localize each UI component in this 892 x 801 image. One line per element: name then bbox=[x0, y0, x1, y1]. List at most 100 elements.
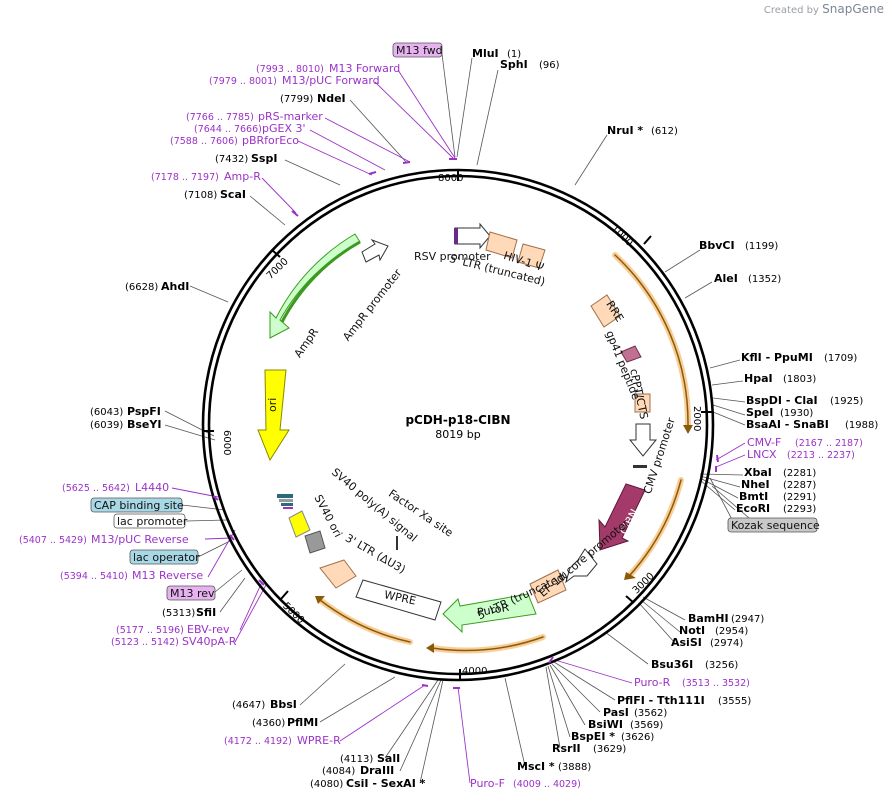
enzyme-pos: (1925) bbox=[830, 396, 863, 407]
enzyme-name: NruI * bbox=[607, 124, 643, 137]
enzyme-name: AleI bbox=[714, 272, 738, 285]
primer-range: (4172 .. 4192) bbox=[224, 736, 292, 747]
enzyme-name: EcoRI bbox=[736, 502, 770, 515]
primer-name: Amp-R bbox=[224, 170, 261, 183]
enzyme-pos: (2291) bbox=[783, 492, 816, 503]
enzyme-pos: (1988) bbox=[845, 420, 878, 431]
enzyme-pos: (3256) bbox=[705, 660, 738, 671]
cap-binding-site-box bbox=[90, 497, 183, 513]
enzyme-name: XbaI bbox=[744, 466, 772, 479]
enzyme-pos: (4084) bbox=[322, 766, 355, 777]
plasmid-name: pCDH-p18-CIBN bbox=[405, 413, 510, 427]
enzyme-pos: (2293) bbox=[783, 504, 816, 515]
primer-range: (7178 .. 7197) bbox=[151, 172, 219, 183]
kozak-marker bbox=[633, 465, 647, 468]
label-rsv-promoter: RSV promoter bbox=[414, 250, 491, 263]
tick-8000: 8000 bbox=[438, 173, 463, 184]
enzyme-pos: (96) bbox=[539, 60, 560, 71]
primer-range: (5407 .. 5429) bbox=[19, 535, 87, 546]
enzyme-name: PasI bbox=[603, 706, 629, 719]
enzyme-pos: (7432) bbox=[215, 154, 248, 165]
m13-rev-box bbox=[166, 585, 216, 601]
primer-range: (7993 .. 8010) bbox=[256, 64, 324, 75]
enzyme-name: Bsu36I bbox=[651, 658, 693, 671]
enzyme-name: PflFI - Tth111I bbox=[617, 694, 705, 707]
enzyme-pos: (2287) bbox=[783, 480, 816, 491]
label-ampr-promoter: AmpR promoter bbox=[340, 266, 404, 343]
ltr5-truncated-box bbox=[485, 231, 518, 259]
cap-binding-site-label: CAP binding site bbox=[94, 499, 184, 512]
enzyme-pos: (612) bbox=[651, 126, 678, 137]
enzyme-name: MscI * bbox=[517, 760, 555, 773]
label-puror: PuroR bbox=[476, 601, 510, 619]
outer-feature-arcs bbox=[317, 252, 692, 654]
kozak-sequence-box bbox=[727, 517, 818, 533]
label-ori: ori bbox=[266, 398, 279, 412]
cmv-promoter-arrow bbox=[628, 423, 658, 457]
tick-2000: 2000 bbox=[691, 406, 702, 431]
m13-fwd-box bbox=[392, 42, 443, 58]
primer-name: M13/pUC Reverse bbox=[91, 533, 189, 546]
enzyme-pos: (7108) bbox=[184, 190, 217, 201]
hiv1-psi-box bbox=[517, 243, 546, 269]
boxed-feature-labels: M13 fwd CAP binding site lac promoter la… bbox=[90, 42, 820, 601]
primer-name: CMV-F bbox=[747, 436, 781, 449]
ori-arrow bbox=[257, 369, 290, 462]
gp41-peptide-arrow bbox=[620, 345, 642, 363]
primer-range: (3513 .. 3532) bbox=[682, 678, 750, 689]
cibn-arrow bbox=[598, 483, 646, 551]
primer-range: (2213 .. 2237) bbox=[787, 450, 855, 461]
enzyme-name: BsaAI - SnaBI bbox=[746, 418, 829, 431]
enzyme-pos: (6039) bbox=[90, 420, 123, 431]
enzyme-pos: (1199) bbox=[745, 241, 778, 252]
enzyme-name: BamHI bbox=[688, 612, 729, 625]
primer-range: (5394 .. 5410) bbox=[60, 571, 128, 582]
enzyme-name: BbsI bbox=[270, 698, 297, 711]
primer-marks bbox=[212, 158, 719, 689]
enzyme-name: CsiI - SexAI * bbox=[346, 777, 426, 790]
enzyme-pos: (1803) bbox=[783, 374, 816, 385]
primer-name: M13 Reverse bbox=[132, 569, 203, 582]
primer-name: Puro-R bbox=[634, 676, 671, 689]
ampr-edge bbox=[280, 240, 361, 323]
enzyme-pos: (1) bbox=[507, 49, 521, 60]
enzyme-name: SphI bbox=[500, 58, 528, 71]
enzyme-pos: (4647) bbox=[232, 700, 265, 711]
enzyme-name: PflMI bbox=[287, 716, 318, 729]
primer-range: (7644 .. 7666) bbox=[194, 124, 262, 135]
enzyme-pos: (3562) bbox=[634, 708, 667, 719]
enzyme-pos: (4360) bbox=[252, 718, 285, 729]
primer-name: pRS-marker bbox=[258, 110, 323, 123]
primer-range: (2167 .. 2187) bbox=[795, 438, 863, 449]
rsv-promoter-arrow bbox=[454, 222, 491, 250]
primer-name: EBV-rev bbox=[187, 623, 230, 636]
label-ampr: AmpR bbox=[292, 325, 322, 360]
lac-promoter-box bbox=[113, 513, 186, 529]
rre-box bbox=[590, 294, 621, 328]
enzyme-name: SspI bbox=[251, 152, 277, 165]
primer-name: pBRforEco bbox=[242, 134, 299, 147]
enzyme-name: BmtI bbox=[739, 490, 768, 503]
tick-5000: 5000 bbox=[280, 601, 306, 627]
enzyme-pos: (1709) bbox=[824, 353, 857, 364]
primer-range: (7979 .. 8001) bbox=[209, 76, 277, 87]
plasmid-length: 8019 bp bbox=[435, 428, 480, 441]
primer-range: (7588 .. 7606) bbox=[170, 136, 238, 147]
enzyme-name: NdeI bbox=[317, 92, 346, 105]
enzyme-pos: (2947) bbox=[731, 614, 764, 625]
enzyme-name: HpaI bbox=[744, 372, 773, 385]
primer-name: pGEX 3' bbox=[262, 122, 306, 135]
lac-operator-marker bbox=[281, 503, 293, 506]
label-3ltr: 3' LTR (ΔU3) bbox=[343, 531, 408, 576]
m13-rev-label: M13 rev bbox=[170, 587, 215, 600]
tick-4000: 4000 bbox=[462, 666, 487, 677]
enzyme-name: AhdI bbox=[161, 280, 189, 293]
m13rev-marker bbox=[283, 507, 293, 509]
enzyme-name: SfiI bbox=[196, 606, 216, 619]
lac-operator-label: lac operator bbox=[133, 551, 200, 564]
enzyme-pos: (3569) bbox=[630, 720, 663, 731]
primer-name: M13/pUC Forward bbox=[282, 74, 380, 87]
cppt-cts-box bbox=[634, 393, 651, 413]
tick-marks bbox=[203, 170, 712, 680]
